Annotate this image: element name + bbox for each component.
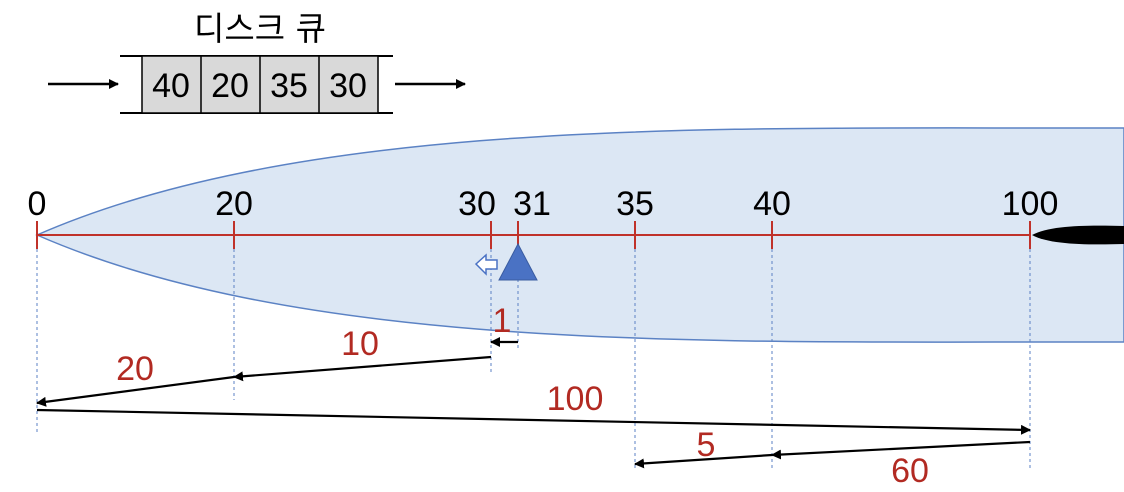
seek-distance-label: 20 — [116, 350, 154, 388]
seek-movement-arrow — [233, 355, 492, 382]
queue-cell: 20 — [211, 67, 249, 105]
seek-distance-label: 5 — [697, 426, 716, 464]
spindle-icon — [1032, 225, 1124, 245]
seek-movement-arrow — [771, 440, 1031, 460]
axis-tick-label: 40 — [753, 185, 791, 223]
axis-tick-label: 20 — [215, 185, 253, 223]
head-direction-icon — [474, 253, 498, 276]
axis-tick-label: 35 — [616, 185, 654, 223]
queue-title: 디스크 큐 — [194, 9, 326, 48]
queue-cell: 30 — [329, 67, 367, 105]
seek-distance-label: 1 — [493, 302, 512, 340]
seek-movement-arrow — [36, 408, 1031, 435]
queue-box — [120, 55, 393, 114]
seek-distance-label: 60 — [891, 452, 929, 490]
seek-distance-label: 100 — [547, 380, 604, 418]
queue-cell: 40 — [152, 67, 190, 105]
seek-distance-label: 10 — [341, 325, 379, 363]
queue-cell: 35 — [270, 67, 308, 105]
axis-tick-label: 31 — [513, 185, 551, 223]
axis-tick-label: 30 — [458, 185, 496, 223]
axis-tick-label: 100 — [1002, 185, 1059, 223]
disk-head-icon — [498, 242, 538, 281]
axis-tick-label: 0 — [28, 185, 47, 223]
seek-movement-arrow — [634, 453, 773, 469]
seek-movement-arrow — [36, 375, 235, 407]
